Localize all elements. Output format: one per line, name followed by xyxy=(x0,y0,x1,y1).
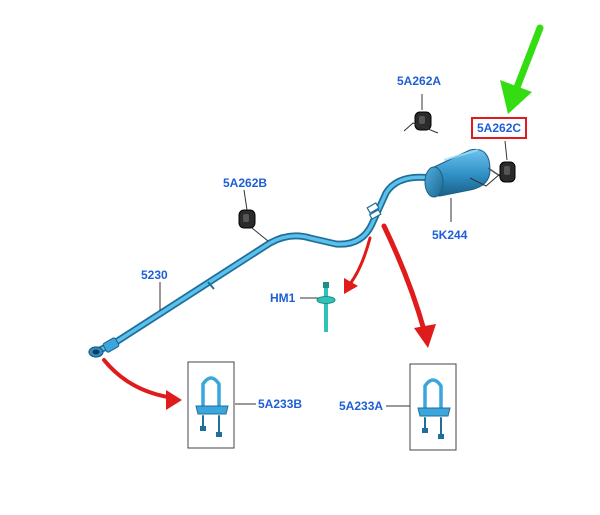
label-5230: 5230 xyxy=(141,268,168,282)
label-5a262c-highlighted: 5A262C xyxy=(471,117,528,139)
exhaust-pipe xyxy=(94,173,434,355)
label-5a262a: 5A262A xyxy=(397,74,442,88)
leader-lines xyxy=(159,94,508,407)
u-bolt-bracket-icon xyxy=(417,378,451,439)
red-callout-arrow-icon xyxy=(344,236,372,294)
label-hm1: HM1 xyxy=(270,291,296,305)
label-5a262b: 5A262B xyxy=(223,176,268,190)
label-5k244: 5K244 xyxy=(432,228,468,242)
red-callout-arrow-icon xyxy=(102,358,182,410)
clamp-fastener-icon xyxy=(316,282,336,332)
bracket-box-right xyxy=(409,363,457,451)
muffler-body xyxy=(424,148,501,198)
u-bolt-bracket-icon xyxy=(195,376,229,437)
green-pointer-arrow-icon xyxy=(500,24,544,114)
label-5a233b: 5A233B xyxy=(258,397,303,411)
label-5a233a: 5A233A xyxy=(339,399,384,413)
rubber-hanger-icon xyxy=(238,209,256,229)
red-callout-arrow-icon xyxy=(381,223,436,348)
tailpipe-tip xyxy=(88,337,120,358)
bracket-box-left xyxy=(187,361,235,449)
rubber-hanger-icon xyxy=(499,161,516,183)
